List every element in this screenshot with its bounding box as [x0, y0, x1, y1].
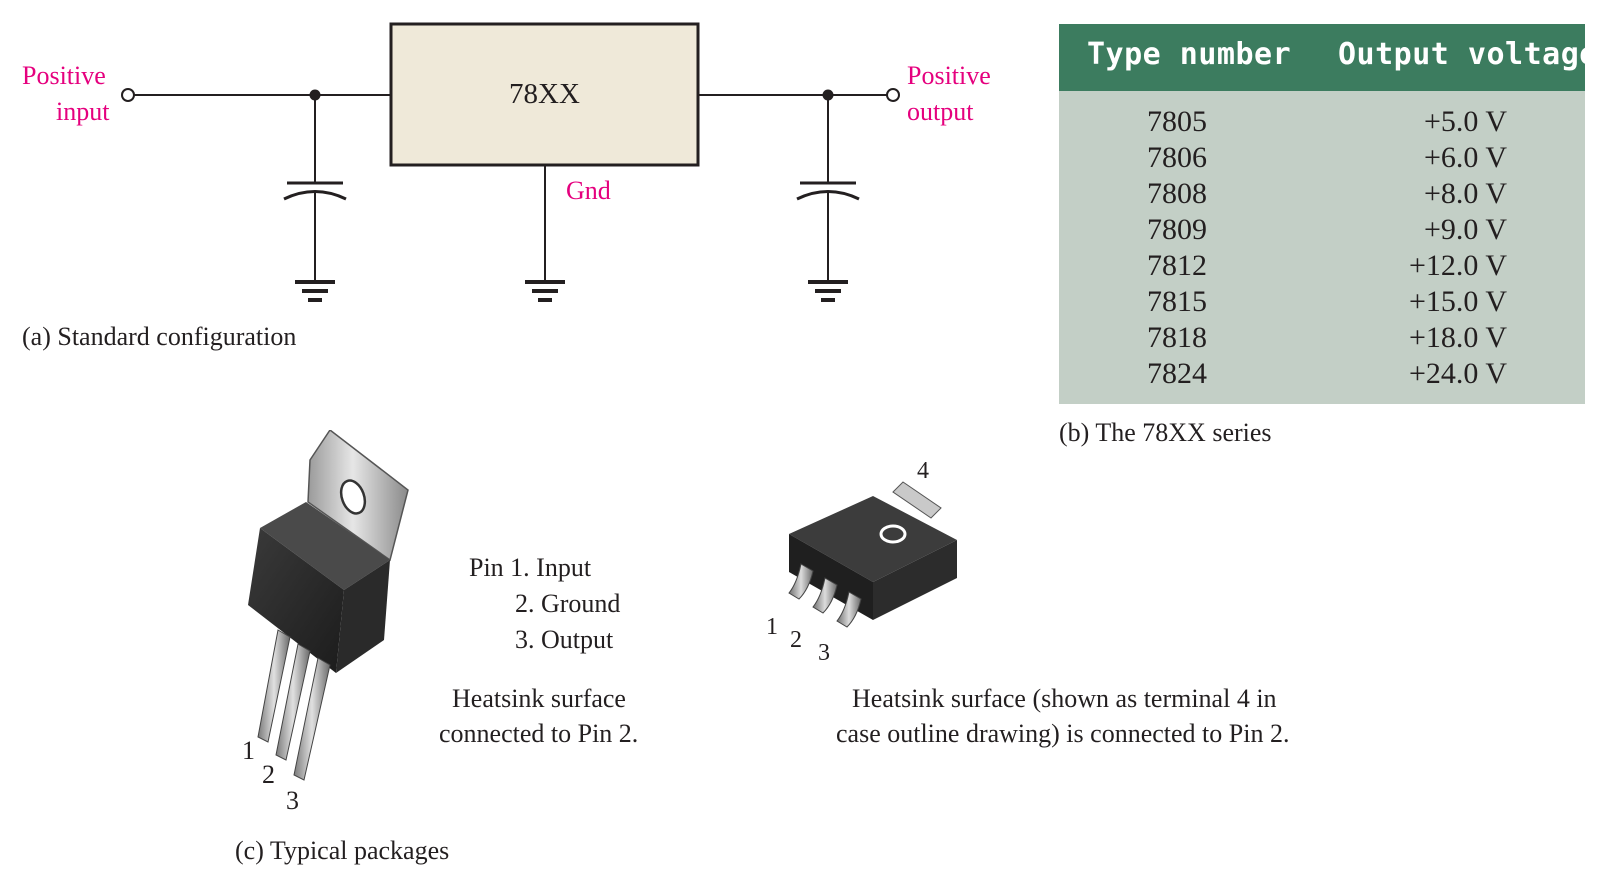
smd-pin1-mark — [879, 524, 907, 544]
to220-pin-number-3: 3 — [286, 786, 299, 815]
type-number-cell: 7815 — [1147, 285, 1207, 318]
package-body-side — [336, 560, 390, 673]
output-capacitor-curved-plate — [796, 190, 860, 201]
positive-input-label-line1: Positive — [22, 61, 106, 90]
lead-2 — [275, 643, 311, 761]
smd-pin-number-1: 1 — [766, 614, 778, 640]
lead-1 — [257, 629, 291, 743]
header-output-voltage: Output voltage — [1338, 37, 1598, 72]
smd-pin-number-4: 4 — [917, 458, 929, 484]
table-row: 7808 +8.0 V — [1059, 176, 1585, 212]
smd-heatsink-note-line1: Heatsink surface (shown as terminal 4 in — [852, 684, 1277, 713]
to220-pin-number-2: 2 — [262, 760, 275, 789]
type-number-cell: 7812 — [1147, 249, 1207, 282]
smd-lead-2 — [812, 577, 838, 614]
output-voltage-cell: +8.0 V — [1423, 177, 1507, 210]
type-number-cell: 7818 — [1147, 321, 1207, 354]
smd-body-side — [873, 540, 957, 620]
smd-package-drawing — [788, 481, 957, 628]
to220-heatsink-note-line2: connected to Pin 2. — [439, 719, 639, 748]
table-row: 7809 +9.0 V — [1059, 212, 1585, 248]
pin-list-pin3: 3. Output — [515, 625, 614, 654]
output-voltage-cell: +6.0 V — [1423, 141, 1507, 174]
table-row: 7812 +12.0 V — [1059, 248, 1585, 284]
table-row: 7824 +24.0 V — [1059, 356, 1585, 392]
caption-typical-packages: (c) Typical packages — [235, 836, 450, 865]
output-junction-dot — [822, 89, 834, 101]
pin-list-pin1: Pin 1. Input — [469, 553, 592, 582]
smd-lead-1 — [788, 563, 814, 600]
type-number-cell: 7809 — [1147, 213, 1207, 246]
terminal-4-tab — [892, 481, 942, 519]
table-row: 7818 +18.0 V — [1059, 320, 1585, 356]
header-type-number: Type number — [1087, 37, 1292, 72]
type-number-cell: 7806 — [1147, 141, 1207, 174]
positive-output-label-line2: output — [907, 97, 974, 126]
input-terminal — [121, 88, 135, 102]
to220-package-drawing — [248, 430, 409, 781]
to220-pin-number-1: 1 — [242, 736, 255, 765]
gnd-label: Gnd — [566, 176, 611, 205]
output-voltage-cell: +15.0 V — [1408, 285, 1507, 318]
smd-lead-3 — [836, 591, 862, 628]
pin-list-pin2: 2. Ground — [515, 589, 621, 618]
mounting-hole — [339, 479, 367, 515]
type-number-cell: 7824 — [1147, 357, 1207, 390]
type-number-cell: 7805 — [1147, 105, 1207, 138]
table-header: Type number Output voltage — [1059, 24, 1597, 91]
table-row: 7806 +6.0 V — [1059, 140, 1585, 176]
regulator-schematic — [121, 22, 900, 302]
smd-heatsink-note-line2: case outline drawing) is connected to Pi… — [836, 719, 1290, 748]
output-voltage-cell: +9.0 V — [1423, 213, 1507, 246]
ground-symbols — [295, 280, 848, 302]
table-row: 7815 +15.0 V — [1059, 284, 1585, 320]
smd-body-top — [789, 496, 957, 582]
smd-pin-number-3: 3 — [818, 640, 830, 666]
table-row: 7805 +5.0 V — [1059, 104, 1585, 140]
input-capacitor-curved-plate — [283, 190, 347, 201]
positive-input-label-line2: input — [56, 97, 110, 126]
package-body-front — [248, 528, 344, 673]
output-voltage-cell: +24.0 V — [1408, 357, 1507, 390]
output-terminal — [886, 88, 900, 102]
to220-heatsink-note-line1: Heatsink surface — [452, 684, 626, 713]
package-body-top — [260, 502, 390, 590]
output-voltage-cell: +5.0 V — [1423, 105, 1507, 138]
table-body: 7805 +5.0 V 7806 +6.0 V 7808 +8.0 V 7809 +9.… — [1059, 104, 1585, 392]
smd-pin-number-2: 2 — [790, 627, 802, 653]
type-number-table: Type number Output voltage 7805 +5.0 V 78… — [1059, 24, 1597, 404]
positive-output-label-line1: Positive — [907, 61, 991, 90]
regulator-block — [389, 22, 700, 167]
input-junction-dot — [309, 89, 321, 101]
lead-3 — [293, 657, 331, 781]
output-voltage-cell: +18.0 V — [1408, 321, 1507, 354]
caption-78xx-series: (b) The 78XX series — [1059, 418, 1272, 447]
type-number-cell: 7808 — [1147, 177, 1207, 210]
caption-standard-configuration: (a) Standard configuration — [22, 322, 297, 351]
output-voltage-cell: +12.0 V — [1408, 249, 1507, 282]
regulator-label: 78XX — [509, 78, 580, 110]
